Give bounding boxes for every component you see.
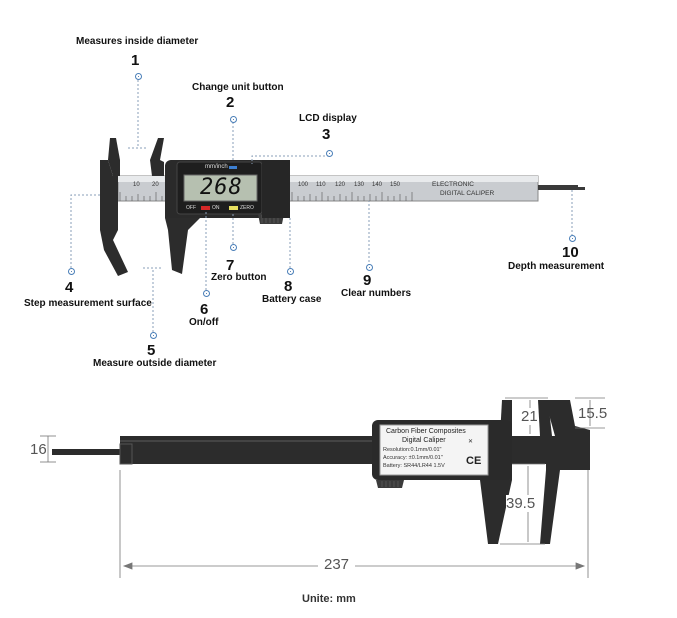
battery-case-shape [262,160,290,218]
sliding-lower-jaw [165,201,200,274]
callout-9-label: Clear numbers [341,288,412,299]
recycle-bin-icon: ✕ [468,439,474,445]
callout-10-number: 10 [562,244,579,261]
callout-5-label: Measure outside diameter [93,358,217,369]
callout-5-dot [150,332,157,339]
ce-mark: CE [466,455,482,467]
callout-4-dot [68,268,75,275]
callout-7-number: 7 [226,257,235,274]
scale-num-130: 130 [354,182,365,188]
callout-7-label: Zero button [211,272,267,283]
callout-3-number: 3 [322,126,331,143]
callout-6-number: 6 [200,301,209,318]
back-label-line1: Carbon Fiber Composites [386,428,466,435]
lcd-off-label: OFF [186,205,196,211]
back-label-line3: Resolution:0.1mm/0.01" [383,447,442,453]
dim-39-5: 39.5 [506,495,536,512]
callout-6-dot [203,290,210,297]
callout-2-label: Change unit button [192,82,284,93]
back-label-line2: Digital Caliper [402,437,446,444]
callout-4-number: 4 [65,279,74,296]
fixed-jaw [100,160,128,276]
callout-10-label: Depth measurement [508,261,605,272]
callout-9-number: 9 [363,272,372,289]
unit-button-shape [229,166,237,169]
callout-3-dot [326,150,333,157]
back-label-plate [379,424,489,476]
callout-1-number: 1 [131,52,140,69]
dim-21: 21 [521,408,538,425]
callout-8-number: 8 [284,278,293,295]
leader-lines [70,80,573,332]
callout-9-dot [366,264,373,271]
callout-8-dot [287,268,294,275]
lcd-unit-label: mm/inch [205,164,228,170]
off-on-button [201,206,210,210]
beam-brand-line2: DIGITAL CALIPER [440,190,495,197]
callout-2-number: 2 [226,94,235,111]
back-label-line5: Battery: SR44/LR44 1.5V [383,463,445,469]
depth-rod-bottom [52,449,122,455]
callout-4-label: Step measurement surface [24,298,152,309]
scale-num-150: 150 [390,182,401,188]
dim-237: 237 [318,556,356,573]
callout-8-label: Battery case [262,294,322,305]
callout-1-label: Measures inside diameter [76,36,199,47]
lcd-reading: 268 [200,175,243,200]
sliding-upper-jaw [150,138,164,176]
unit-note: Unite: mm [302,593,356,605]
scale-num-120: 120 [335,182,346,188]
back-label-line4: Accuracy: ±0.1mm/0.01" [383,455,443,461]
callout-2-dot [230,116,237,123]
scale-num-100: 100 [298,182,309,188]
dim-15-5: 15.5 [578,405,608,422]
callout-1-dot [135,73,142,80]
dim-16: 16 [30,441,47,458]
scale-num-20: 20 [152,182,159,188]
callout-6-label: On/off [189,317,219,328]
depth-rod [538,185,578,190]
scale-num-140: 140 [372,182,383,188]
scale-num-10: 10 [133,182,140,188]
beam-brand-line1: ELECTRONIC [432,181,474,188]
callout-3-label: LCD display [299,113,357,124]
scale-num-110: 110 [316,182,326,188]
callout-5-number: 5 [147,342,156,359]
zero-button-shape [229,206,238,210]
callout-7-dot [230,244,237,251]
callout-10-dot [569,235,576,242]
lcd-on-label: ON [212,205,220,211]
dimension-lines [40,397,605,578]
lcd-zero-label: ZERO [240,205,254,211]
fixed-jaw-bottom [540,400,590,544]
lcd-screen [183,174,258,202]
